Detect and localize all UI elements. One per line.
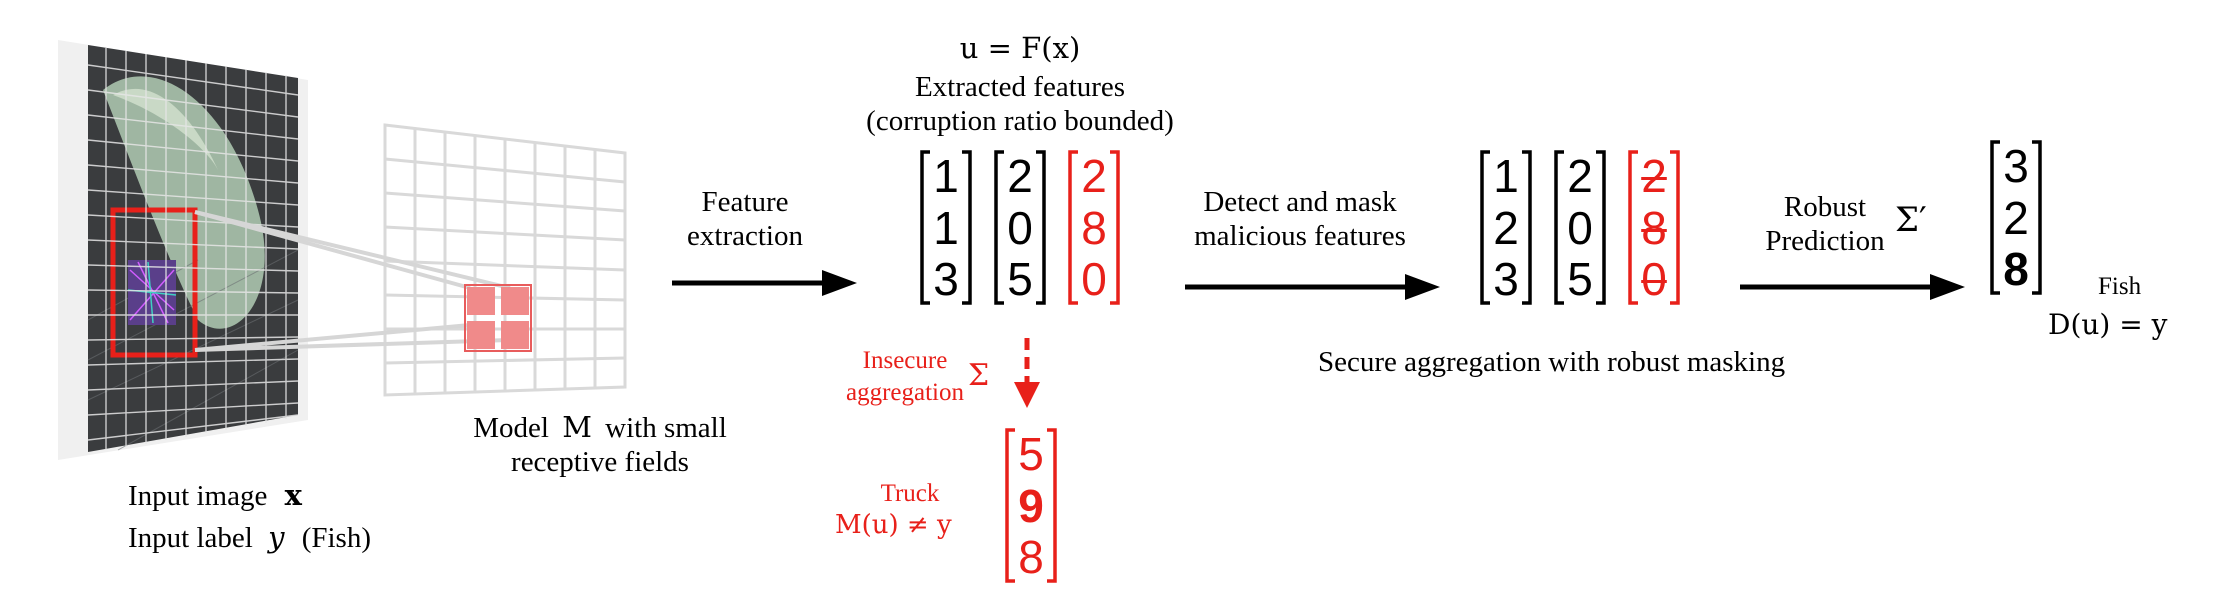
vector-value: 1 bbox=[933, 201, 959, 254]
input-label-label: Input label y (Fish) bbox=[128, 520, 372, 554]
vector-value: 1 bbox=[1493, 149, 1519, 202]
matrix-brackets bbox=[1628, 150, 1680, 305]
vector-value: 2 bbox=[1567, 149, 1593, 202]
arrow-right-icon bbox=[1185, 274, 1440, 300]
extracted-formula: u = F(x) bbox=[959, 31, 1081, 65]
vector-value: 8 bbox=[1081, 201, 1107, 254]
result-formula: D(u) = y bbox=[2048, 308, 2168, 341]
matrix-brackets bbox=[994, 150, 1046, 305]
robust-prediction-label: Robust Prediction bbox=[1765, 191, 1885, 257]
vector-value: 8 bbox=[1641, 201, 1667, 254]
vector-value: 2 bbox=[1641, 149, 1667, 202]
vector-value: 5 bbox=[1018, 427, 1044, 480]
receptive-field-lines bbox=[194, 210, 511, 352]
arrow-right-icon bbox=[1740, 274, 1965, 300]
vector-value: 0 bbox=[1081, 253, 1107, 306]
input-image-label: Input image x bbox=[128, 478, 302, 512]
detect-mask-label: Detect and mask malicious features bbox=[1194, 186, 1406, 252]
secure-aggregation-caption: Secure aggregation with robust masking bbox=[1318, 346, 1786, 378]
vector-value: 2 bbox=[1081, 149, 1107, 202]
matrix-brackets bbox=[1554, 150, 1606, 305]
vector-value: 2 bbox=[1493, 201, 1519, 254]
vector-value: 0 bbox=[1641, 253, 1667, 306]
vector-value: 5 bbox=[1567, 253, 1593, 306]
vector-value: 3 bbox=[1493, 253, 1519, 306]
insecure-aggregation-label: Insecure aggregation bbox=[845, 347, 964, 406]
vector-value: 2 bbox=[2003, 191, 2029, 244]
robust-aggregation-symbol: Σ′ bbox=[1895, 200, 1927, 240]
matrix-brackets bbox=[920, 150, 972, 305]
insecure-formula: M(u) ≠ y bbox=[835, 510, 952, 540]
extracted-features-caption: Extracted features (corruption ratio bou… bbox=[866, 71, 1174, 137]
feature-extraction-label: Feature extraction bbox=[687, 186, 803, 252]
vector-value: 9 bbox=[1018, 479, 1044, 532]
dashed-arrow-down-icon bbox=[1014, 338, 1040, 408]
vector-value: 2 bbox=[1007, 149, 1033, 202]
vector-value: 8 bbox=[2003, 243, 2029, 296]
result-class-label: Fish bbox=[2098, 273, 2142, 300]
vector-value: 8 bbox=[1018, 531, 1044, 584]
insecure-class-label: Truck bbox=[880, 480, 940, 507]
vector-value: 5 bbox=[1007, 253, 1033, 306]
arrow-right-icon bbox=[672, 270, 857, 296]
receptive-field-icon bbox=[464, 284, 532, 352]
input-image-symbol: x bbox=[284, 478, 302, 512]
matrix-brackets bbox=[1005, 428, 1057, 583]
matrix-brackets bbox=[1068, 150, 1120, 305]
vector-value: 0 bbox=[1007, 201, 1033, 254]
vector-value: 0 bbox=[1567, 201, 1593, 254]
matrix-brackets bbox=[1990, 140, 2042, 295]
matrix-brackets bbox=[1480, 150, 1532, 305]
model-label: Model M with small receptive fields bbox=[473, 410, 727, 478]
vector-value: 1 bbox=[933, 149, 959, 202]
vector-value: 3 bbox=[933, 253, 959, 306]
vector-value: 3 bbox=[2003, 139, 2029, 192]
model-symbol: M bbox=[562, 410, 592, 444]
input-label-symbol: y bbox=[268, 520, 285, 554]
insecure-aggregation-symbol: Σ bbox=[968, 358, 990, 393]
